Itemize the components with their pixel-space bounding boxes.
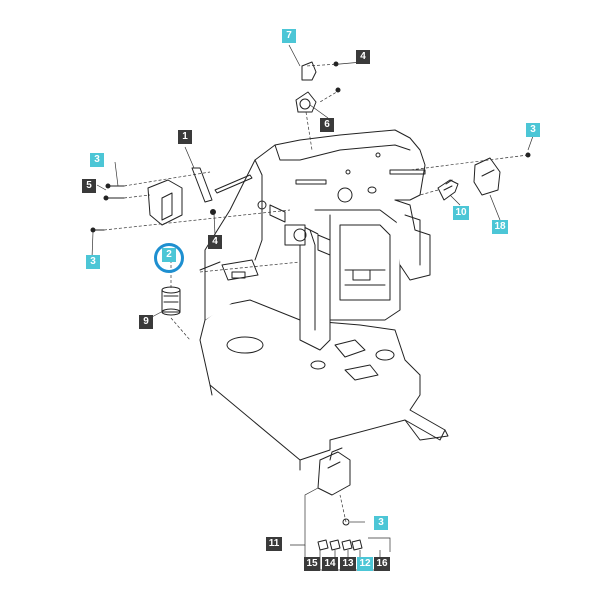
cover-part-18 [473, 157, 501, 196]
callout-3-right[interactable]: 3 [526, 123, 540, 137]
callout-14[interactable]: 14 [322, 557, 338, 571]
switch-housing-part-2 [147, 179, 183, 226]
callout-5[interactable]: 5 [82, 179, 96, 193]
selected-part-highlight [154, 243, 184, 273]
callout-3-left-top[interactable]: 3 [90, 153, 104, 167]
callout-7[interactable]: 7 [282, 29, 296, 43]
callout-18[interactable]: 18 [492, 220, 508, 234]
callout-3-left-bottom[interactable]: 3 [86, 255, 100, 269]
callout-1[interactable]: 1 [178, 130, 192, 144]
sensor-part-10 [437, 179, 459, 201]
housing-part-11 [317, 447, 351, 496]
plug-part-9 [161, 286, 181, 316]
clip-part-7 [301, 61, 317, 81]
callout-9[interactable]: 9 [139, 315, 153, 329]
callout-10[interactable]: 10 [453, 206, 469, 220]
knob-part-6 [295, 91, 317, 113]
callout-13[interactable]: 13 [340, 557, 356, 571]
callout-15[interactable]: 15 [304, 557, 320, 571]
callout-12[interactable]: 12 [357, 557, 373, 571]
callout-4-mid[interactable]: 4 [208, 235, 222, 249]
callout-16[interactable]: 16 [374, 557, 390, 571]
callout-3-bottom[interactable]: 3 [374, 516, 388, 530]
callout-11[interactable]: 11 [266, 537, 282, 551]
callout-6[interactable]: 6 [320, 118, 334, 132]
bracket-part-1 [191, 167, 213, 203]
callout-4-top[interactable]: 4 [356, 50, 370, 64]
chassis-frame [199, 129, 449, 471]
terminal-parts [317, 539, 363, 551]
